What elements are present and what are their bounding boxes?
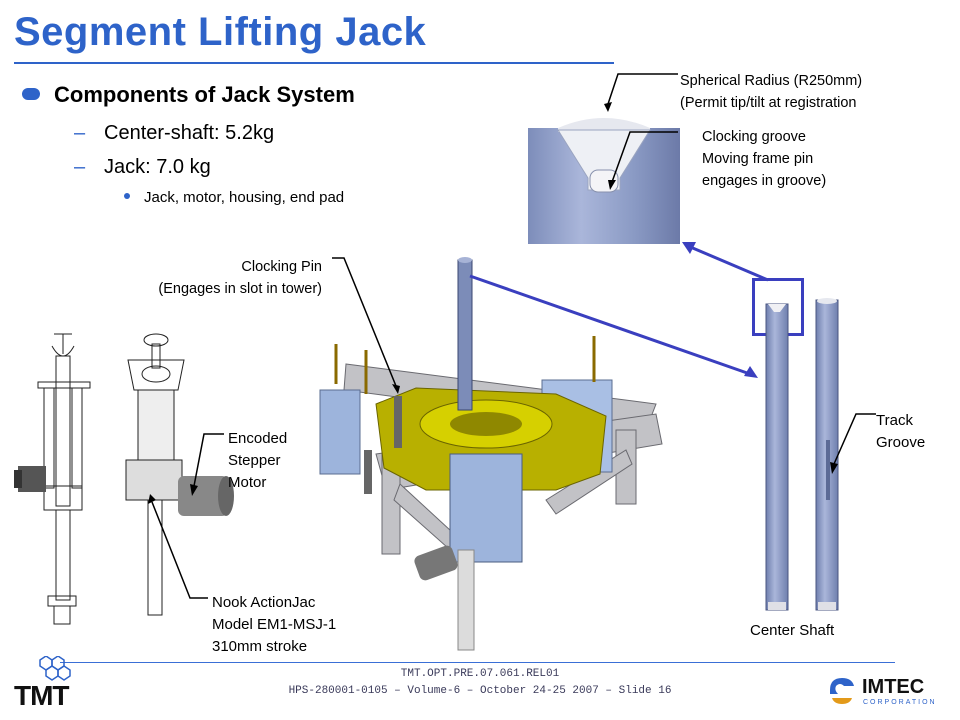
jack-assembly-render [319,257,663,651]
track-groove-arrow [830,413,876,474]
encoded-line-1: Encoded [228,430,288,447]
imtec-swirl-icon [830,678,854,704]
bullet-pill-icon [22,88,40,101]
clocking-groove-line-2: Moving frame pin [702,151,814,167]
center-shaft-label: Center Shaft [750,622,835,639]
sub-bullet-1-text: Center-shaft: 5.2kg [104,122,275,144]
heading-bullet: Components of Jack System [22,82,355,108]
sub-sub-bullet-text: Jack, motor, housing, end pad [144,189,345,206]
heading-text: Components of Jack System [54,82,355,107]
encoded-line-2: Stepper [228,452,281,469]
clocking-groove-line-1: Clocking groove [702,129,806,145]
spherical-line-2: (Permit tip/tilt at registration [680,95,857,111]
sub-bullet-2: –Jack: 7.0 kg [74,156,211,179]
track-groove-label: Track Groove [876,410,925,454]
bullet-dot-icon [124,193,130,200]
tmt-logo-text: TMT [14,680,70,711]
imtec-logo-text: IMTEC [862,676,925,698]
track-line-1: Track [876,412,913,429]
sub-sub-bullet: Jack, motor, housing, end pad [124,189,344,206]
dash-icon: – [74,122,86,144]
footer-meeting-line: HPS-280001-0105 – Volume-6 – October 24-… [288,685,672,697]
title-rule [14,62,614,64]
track-line-2: Groove [876,434,926,451]
nook-actionjac-label: Nook ActionJac Model EM1-MSJ-1 310mm str… [212,592,336,658]
spherical-radius-label: Spherical Radius (R250mm) (Permit tip/ti… [680,70,862,114]
encoded-line-3: Motor [228,474,267,491]
footer-doc-id: TMT.OPT.PRE.07.061.REL01 [400,668,560,680]
clocking-pin-label: Clocking Pin (Engages in slot in tower) [100,256,322,300]
slide-title: Segment Lifting Jack [14,10,427,54]
sub-bullet-2-text: Jack: 7.0 kg [104,156,211,178]
imtec-logo-icon: IMTEC CORPORATION [826,672,956,712]
spherical-line-1: Spherical Radius (R250mm) [680,73,863,89]
nook-line-2: Model EM1-MSJ-1 [212,616,337,633]
zoom-lines [469,242,769,378]
jack-side-drawing [14,333,91,625]
nook-arrow [148,494,208,599]
center-shafts [765,298,839,611]
tmt-logo-icon: TMT [14,656,80,712]
clocking-pin-arrow [332,257,400,394]
sub-bullet-1: –Center-shaft: 5.2kg [74,122,274,145]
dash-icon: – [74,156,86,178]
clocking-pin-line-2: (Engages in slot in tower) [158,281,322,297]
footer-rule [60,662,895,663]
clocking-groove-line-3: engages in groove) [702,173,827,189]
shaft-tip-closeup [528,118,680,244]
tmt-hex-icon [39,656,71,681]
closeup-callouts [604,73,678,190]
clocking-groove-label: Clocking groove Moving frame pin engages… [702,126,826,192]
clocking-pin-line-1: Clocking Pin [241,259,322,275]
nook-line-1: Nook ActionJac [212,594,316,611]
encoded-arrow [190,433,224,496]
encoded-stepper-label: Encoded Stepper Motor [228,428,287,494]
imtec-logo-subtext: CORPORATION [863,699,937,706]
nook-line-3: 310mm stroke [212,638,308,655]
